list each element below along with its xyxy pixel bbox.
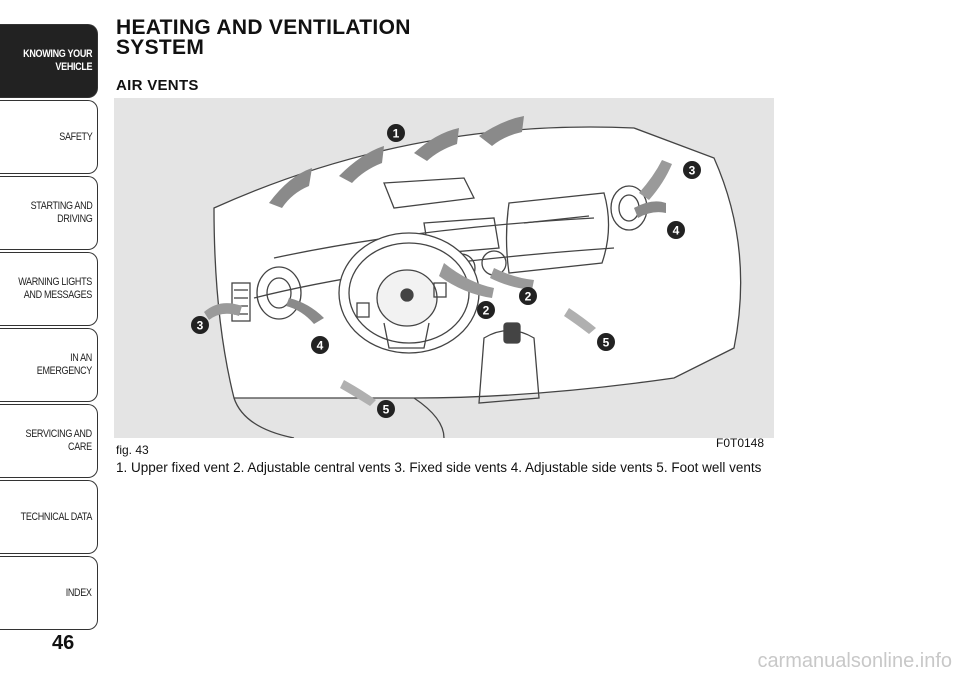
callout-1: 1 (387, 124, 405, 142)
figure-label: fig. 43 (116, 443, 149, 457)
upper-vent-arrow (269, 168, 312, 208)
watermark: carmanualsonline.info (757, 650, 952, 672)
page-number: 46 (52, 632, 75, 654)
callout-3: 3 (191, 316, 209, 334)
tab-warning-lights[interactable]: WARNING LIGHTS AND MESSAGES (0, 252, 98, 326)
upper-vent-arrow (414, 128, 459, 161)
svg-text:4: 4 (673, 224, 680, 238)
callout-5: 5 (377, 400, 395, 418)
section-title: HEATING AND VENTILATION SYSTEM (116, 16, 411, 59)
central-vent-arrow (490, 268, 534, 290)
callout-4: 4 (667, 221, 685, 239)
svg-text:4: 4 (317, 339, 324, 353)
tab-technical-data[interactable]: TECHNICAL DATA (0, 480, 98, 554)
side-vent-arrow (204, 303, 242, 320)
callout-2: 2 (477, 301, 495, 319)
side-vent-arrow (639, 160, 672, 200)
subsection-title: AIR VENTS (116, 77, 199, 94)
tab-knowing-your-vehicle[interactable]: KNOWING YOUR VEHICLE (0, 24, 98, 98)
svg-text:5: 5 (383, 403, 390, 417)
tab-starting-and-driving[interactable]: STARTING AND DRIVING (0, 176, 98, 250)
callout-3: 3 (683, 161, 701, 179)
adjustable-side-vent-arrow (286, 298, 324, 324)
callout-5: 5 (597, 333, 615, 351)
svg-text:2: 2 (525, 290, 532, 304)
tab-servicing-and-care[interactable]: SERVICING AND CARE (0, 404, 98, 478)
tab-in-an-emergency[interactable]: IN AN EMERGENCY (0, 328, 98, 402)
tab-index[interactable]: INDEX (0, 556, 98, 630)
svg-text:3: 3 (197, 319, 204, 333)
upper-vent-arrow (339, 146, 384, 183)
callout-badges: 1 2 2 3 3 4 4 5 5 (191, 124, 701, 418)
foot-well-arrow (340, 380, 376, 406)
dashboard-air-vents-figure: 1 2 2 3 3 4 4 5 5 (114, 98, 774, 438)
adjustable-side-vent-arrow (634, 201, 666, 218)
svg-text:5: 5 (603, 336, 610, 350)
svg-text:2: 2 (483, 304, 490, 318)
tab-safety[interactable]: SAFETY (0, 100, 98, 174)
central-vent-arrow (439, 263, 494, 298)
callout-4: 4 (311, 336, 329, 354)
dashboard-illustration: 1 2 2 3 3 4 4 5 5 (191, 116, 742, 438)
upper-vent-arrow (479, 116, 524, 146)
figure-caption: 1. Upper fixed vent 2. Adjustable centra… (116, 460, 762, 475)
figure-code: F0T0148 (716, 436, 765, 450)
airflow-arrows (204, 116, 672, 406)
foot-well-arrow (564, 308, 596, 334)
svg-text:3: 3 (689, 164, 696, 178)
callout-2: 2 (519, 287, 537, 305)
svg-text:1: 1 (393, 127, 400, 141)
